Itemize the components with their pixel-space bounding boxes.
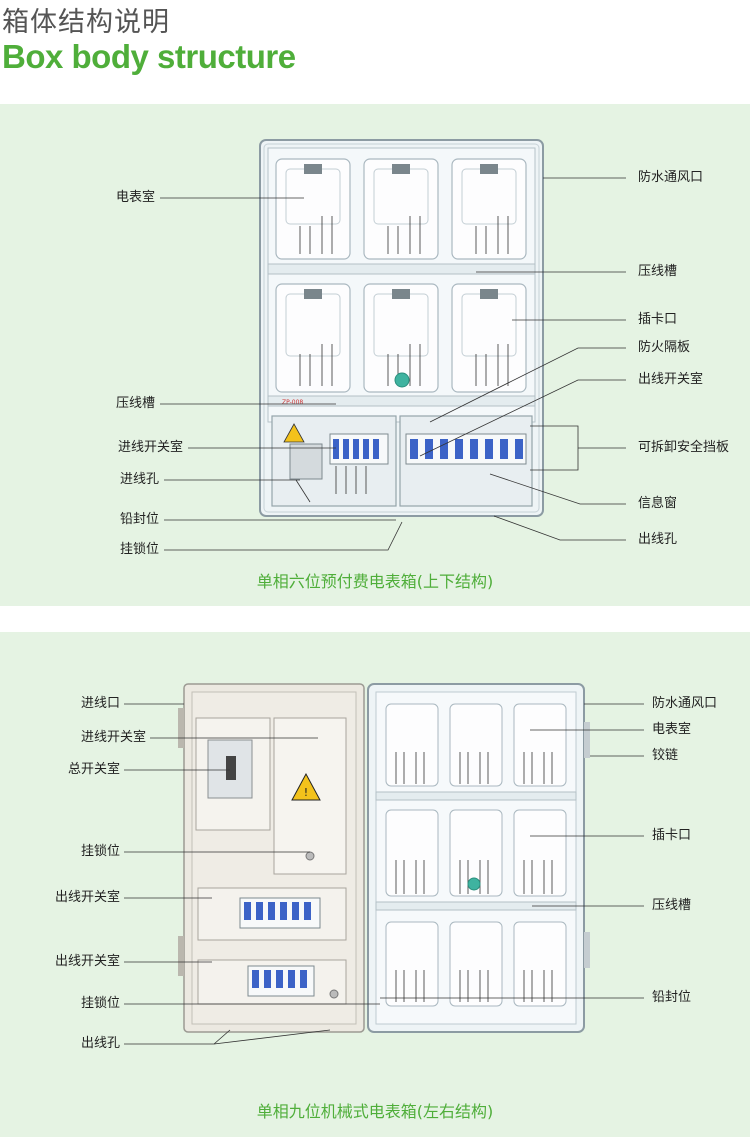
label-removable-baffle: 可拆卸安全挡板 — [638, 440, 730, 455]
label-outlet-hole: 出线孔 — [80, 1036, 120, 1051]
label-crimp-slot: 压线槽 — [652, 898, 692, 913]
label-lock-position: 挂锁位 — [80, 844, 120, 859]
label-card-slot: 插卡口 — [638, 312, 678, 327]
svg-text:!: ! — [304, 786, 308, 799]
label-lead-seal: 铅封位 — [119, 512, 159, 527]
title-cn: 箱体结构说明 — [2, 7, 170, 38]
label-lock-position: 挂锁位 — [119, 542, 159, 557]
box1-illustration: ZP-008 — [160, 139, 626, 551]
panel-nine-position-box: ! — [0, 632, 750, 1137]
label-card-slot: 插卡口 — [652, 828, 692, 843]
label-outlet-hole: 出线孔 — [638, 532, 678, 547]
label-inlet-port: 进线口 — [80, 696, 120, 711]
label-meter-room: 电表室 — [652, 722, 692, 737]
caption-box2: 单相九位机械式电表箱(左右结构) — [256, 1102, 494, 1121]
label-outlet-switch-room: 出线开关室 — [638, 372, 704, 387]
label-info-window: 信息窗 — [638, 496, 678, 511]
label-meter-room: 电表室 — [115, 190, 155, 205]
title-en: Box body structure — [2, 38, 296, 75]
caption-box1: 单相六位预付费电表箱(上下结构) — [256, 572, 494, 591]
label-lock-position-2: 挂锁位 — [80, 996, 120, 1011]
label-main-switch-room: 总开关室 — [67, 762, 120, 777]
label-crimp-slot-left: 压线槽 — [115, 396, 155, 411]
brand-mark: ZP-008 — [282, 399, 303, 406]
box2-illustration: ! — [124, 683, 644, 1045]
label-inlet-switch-room: 进线开关室 — [80, 730, 146, 745]
label-outlet-switch-room-1: 出线开关室 — [54, 890, 120, 905]
label-hinge: 铰链 — [652, 748, 679, 763]
label-inlet-switch-room: 进线开关室 — [117, 440, 183, 455]
label-inlet-hole: 进线孔 — [119, 472, 159, 487]
label-fire-partition: 防火隔板 — [638, 340, 691, 355]
label-lead-seal: 铅封位 — [652, 990, 692, 1005]
label-waterproof-vent: 防水通风口 — [638, 170, 704, 185]
label-waterproof-vent: 防水通风口 — [652, 696, 718, 711]
label-outlet-switch-room-2: 出线开关室 — [54, 954, 120, 969]
label-crimp-slot-right: 压线槽 — [638, 264, 678, 279]
panel-six-position-box: ZP-008 — [0, 104, 750, 606]
